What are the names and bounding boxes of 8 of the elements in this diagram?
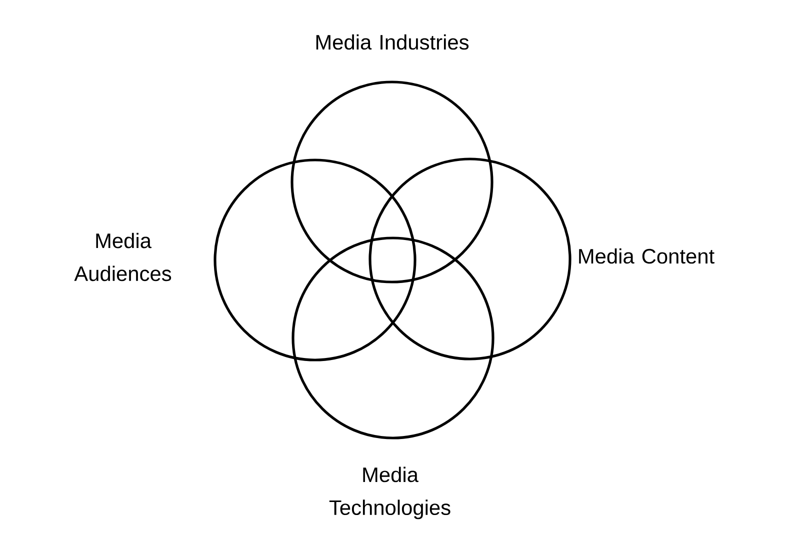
circle-label: Media Audiences — [74, 232, 172, 282]
circle-label: Media Industries — [316, 34, 469, 50]
circle-label: Media Technologies — [329, 466, 450, 520]
venn-circle — [290, 34, 494, 284]
venn-circle — [74, 158, 416, 362]
venn-circle — [292, 236, 494, 520]
circle-label: Media Content — [579, 248, 714, 264]
venn-circle — [368, 158, 714, 360]
